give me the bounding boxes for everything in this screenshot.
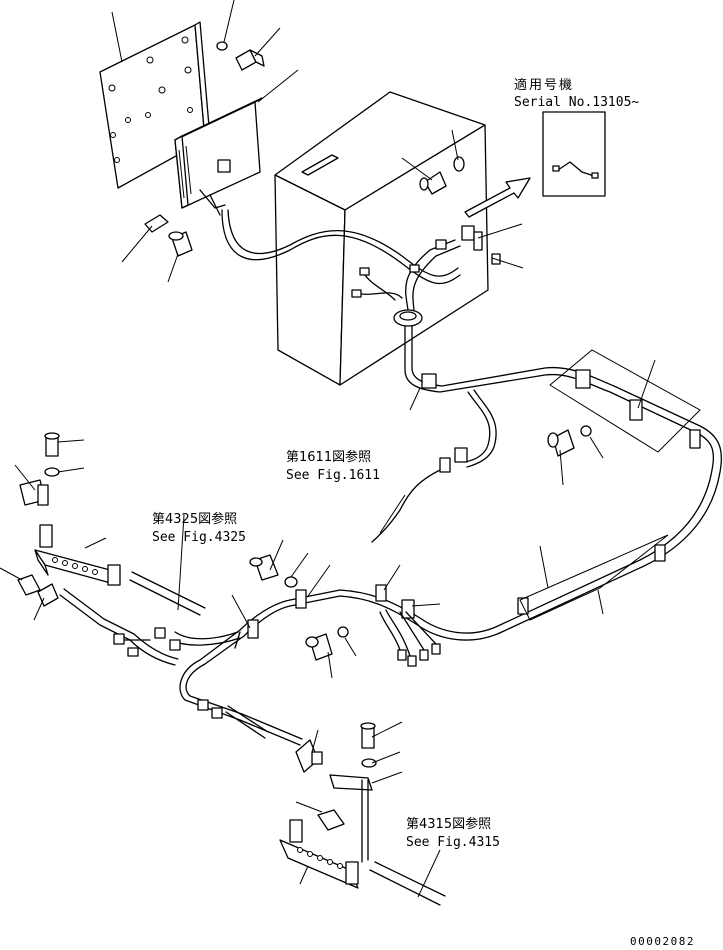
washer xyxy=(580,425,592,437)
ref-4325-en: See Fig.4325 xyxy=(152,530,246,545)
bracket-lower-upright xyxy=(329,774,373,863)
controller-unit xyxy=(174,97,263,216)
washer xyxy=(361,758,377,768)
drawing-number: 00002082 xyxy=(630,935,695,948)
serial-note-line1: 適用号機 xyxy=(514,77,574,93)
ref-1611-en: See Fig.1611 xyxy=(286,468,380,483)
clip-left xyxy=(17,574,41,596)
ref-4315-jp: 第4315図参照 xyxy=(406,816,491,832)
bolt xyxy=(249,554,279,581)
ref-1611-jp: 第1611図参照 xyxy=(286,449,371,465)
sensor xyxy=(37,583,59,607)
serial-note-line2: Serial No.13105~ xyxy=(514,95,639,110)
direction-arrow xyxy=(464,177,531,218)
rod-4325 xyxy=(129,571,206,616)
bracket-left xyxy=(34,524,121,586)
protector-sleeve xyxy=(519,349,701,621)
bolt xyxy=(360,722,376,749)
rod-4315 xyxy=(369,861,446,906)
washer xyxy=(216,41,228,51)
washer xyxy=(144,214,169,233)
ref-4325-jp: 第4325図参照 xyxy=(152,511,237,527)
sensor xyxy=(295,739,323,773)
clamp xyxy=(247,369,701,639)
wire-branch xyxy=(225,609,437,739)
bolt xyxy=(419,171,447,195)
leader-lines xyxy=(0,0,656,898)
grommet xyxy=(393,309,423,327)
washer xyxy=(44,467,60,477)
washer xyxy=(337,626,349,638)
bolt xyxy=(44,432,60,457)
clip-lower xyxy=(317,809,345,831)
bolt xyxy=(235,49,265,71)
bracket-lower xyxy=(279,819,359,889)
washer xyxy=(453,156,465,172)
bolt xyxy=(305,633,333,661)
bolt xyxy=(168,231,193,257)
cabinet xyxy=(274,91,489,386)
clip-left xyxy=(19,479,49,506)
serial-inset-box xyxy=(542,111,606,197)
bolt xyxy=(547,429,575,457)
washer xyxy=(284,576,298,588)
ref-4315-en: See Fig.4315 xyxy=(406,835,500,850)
connector xyxy=(113,627,441,719)
